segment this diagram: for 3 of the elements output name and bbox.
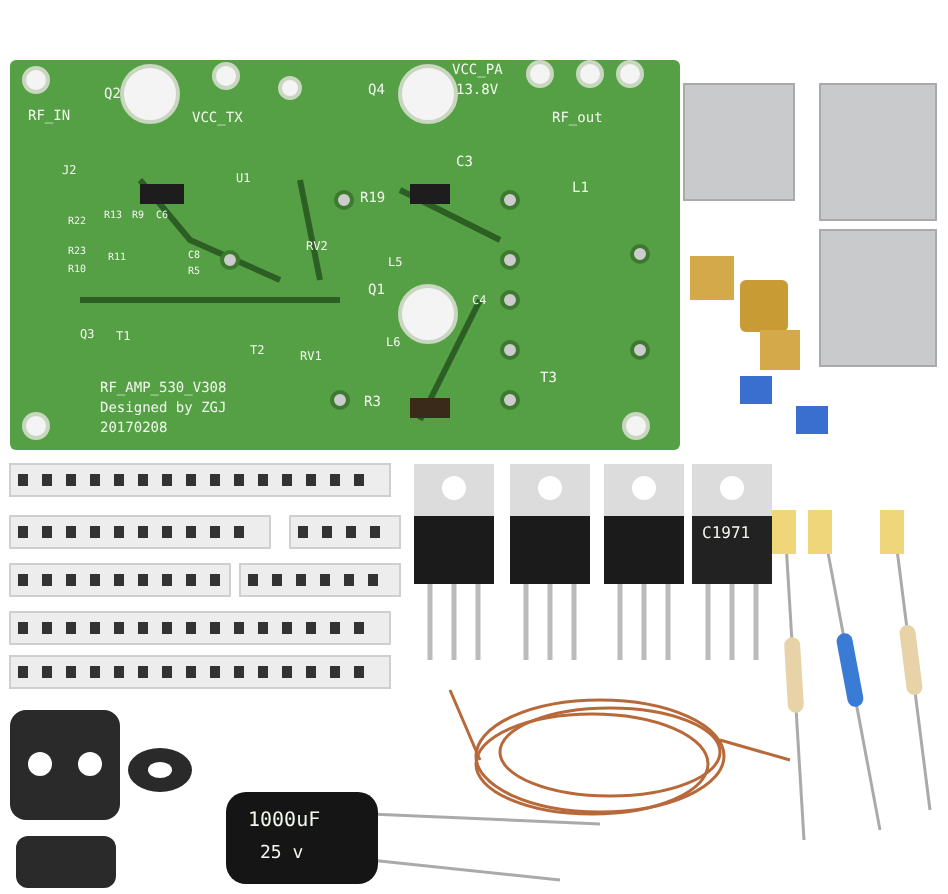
component-marking: 1000uF <box>248 812 321 832</box>
component-marking: C1971 <box>702 526 751 542</box>
component-marking: 25 v <box>260 846 304 864</box>
